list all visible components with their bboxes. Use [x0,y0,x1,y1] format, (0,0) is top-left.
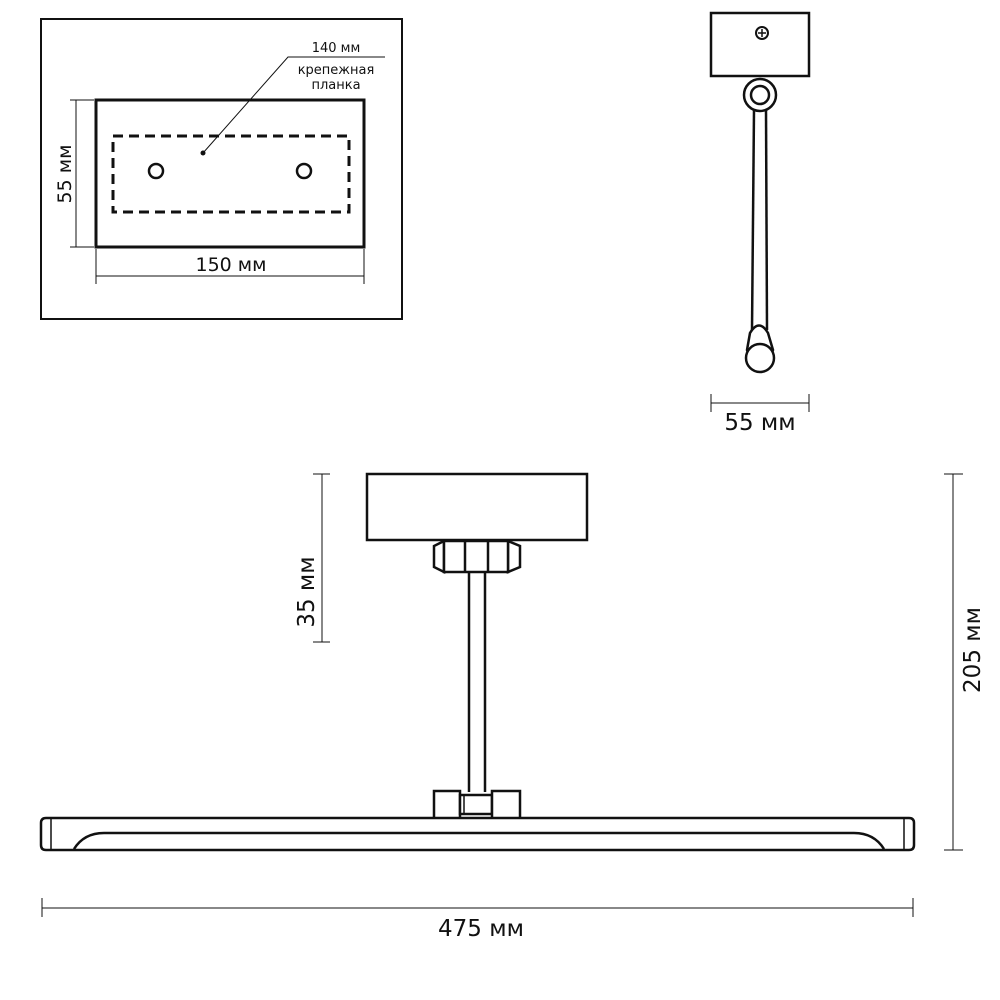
mounting-bracket-outline [111,134,351,214]
plate-height-label: 55 мм [54,145,76,204]
side-lamp-end [744,342,776,374]
bracket-caption-line1: крепежная [298,63,375,78]
bracket-width-label: 140 мм [312,41,361,56]
side-base-box [709,11,811,78]
side-hinge-inner [749,84,771,106]
side-hinge-outer [742,77,778,113]
front-base-box [365,472,589,542]
plate-width-dimension [95,249,365,284]
total-width-label: 475 мм [438,916,524,942]
side-depth-label: 55 мм [724,410,795,436]
side-depth-dimension [710,394,810,412]
plate-height-dimension [70,99,94,248]
total-height-dimension [944,473,963,851]
side-arm-left [750,109,756,331]
side-view: 55 мм [709,11,811,436]
mount-plate-frame [40,18,403,320]
side-arm-right [764,109,769,331]
plate-width-label: 150 мм [196,254,267,276]
front-lower-clamp [432,789,522,823]
front-view: 35 мм 205 мм 475 мм [39,472,986,942]
total-height-label: 205 мм [960,607,986,693]
base-height-dimension [313,473,330,643]
bracket-caption-line2: планка [311,78,360,93]
mount-plate [94,98,366,249]
front-hinge [432,538,522,575]
base-height-label: 35 мм [294,556,320,627]
mount-plate-view: 140 мм крепежная планка 55 мм 150 мм [40,18,403,320]
screw-hole-right [295,162,313,180]
total-width-dimension [41,898,914,917]
bracket-leader-line [202,56,385,154]
light-bar-diffuser [72,831,886,850]
screw-head-icon [755,26,769,40]
screw-hole-left [147,162,165,180]
